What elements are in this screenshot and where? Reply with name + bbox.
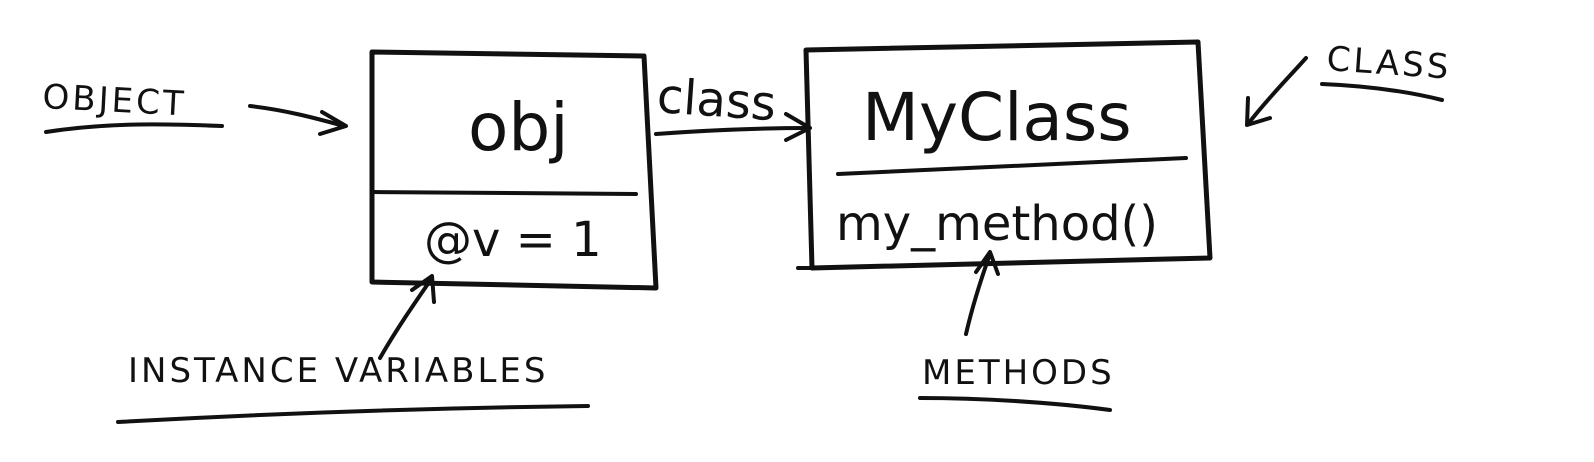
class-name: MyClass [862,79,1132,156]
class-link-arrow [654,126,810,136]
methods-underline [918,396,1112,412]
object-box-divider [370,190,638,196]
class-box [803,39,1213,271]
instance-variables-underline [116,404,590,424]
object-label-underline [44,122,224,134]
object-arrow [248,104,346,128]
instance-variables-label: INSTANCE VARIABLES [128,351,548,391]
methods-arrow [964,252,992,336]
object-arrow-head [318,110,348,136]
method-name: my_method() [836,196,1158,252]
instance-variables-arrow [378,276,434,360]
instance-variable: @v = 1 [424,212,602,268]
class-arrow [1246,56,1308,126]
object-box [369,49,659,291]
class-label-underline [1320,82,1444,102]
class-box-divider [836,156,1188,176]
class-label: CLASS [1325,39,1452,88]
class-link-label: class [655,68,778,132]
methods-arrow-head [974,250,1000,276]
object-name: obj [468,89,569,166]
class-arrow-head [1245,96,1272,127]
object-label: OBJECT [42,77,188,124]
methods-label: METHODS [922,353,1115,393]
instance-variables-arrow-head [410,274,436,304]
